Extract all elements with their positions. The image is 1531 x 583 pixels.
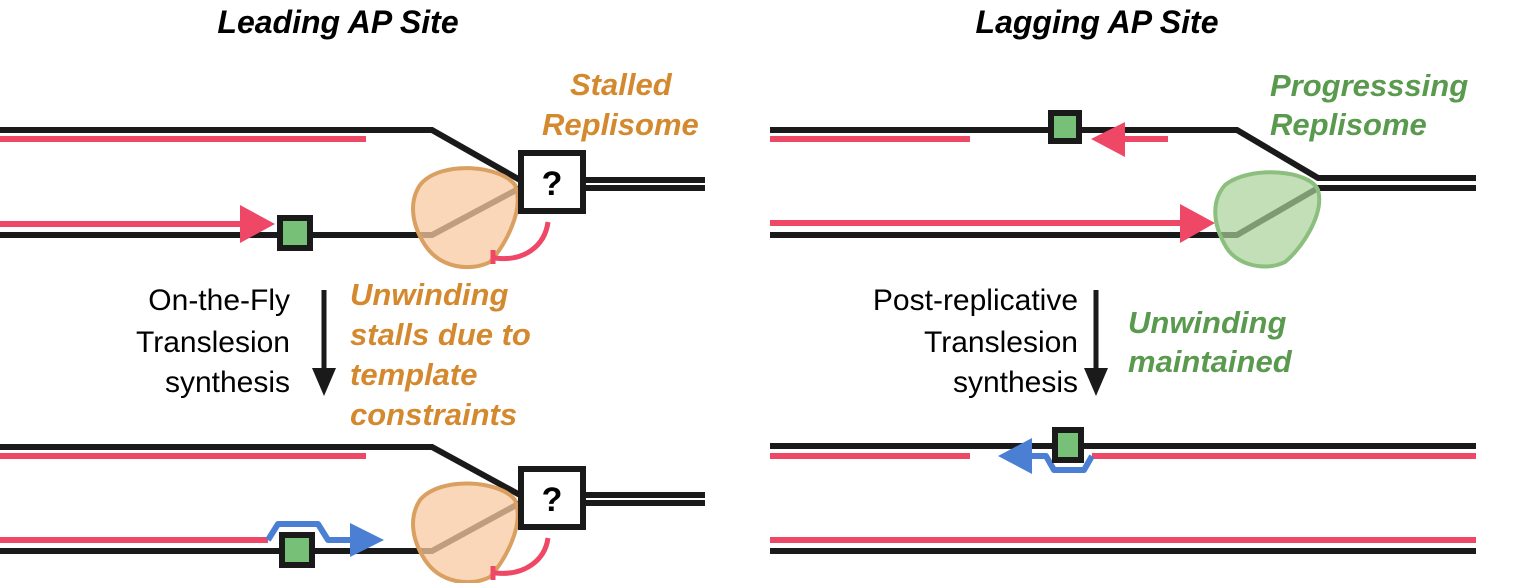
progressing-replisome-icon bbox=[1213, 170, 1322, 269]
ap-site-lesion-icon bbox=[1048, 110, 1082, 144]
ap-site-lesion-icon bbox=[279, 532, 315, 568]
tls-bypass-strand bbox=[1030, 453, 1095, 473]
step-line-3: synthesis bbox=[953, 366, 1078, 399]
down-arrow-icon bbox=[1084, 368, 1108, 396]
step-line-3: synthesis bbox=[165, 366, 290, 399]
step-line-2: Translesion bbox=[136, 326, 290, 359]
outcome-line-1: Unwinding bbox=[1128, 305, 1286, 340]
down-arrow-icon bbox=[312, 368, 336, 396]
progressing-label-2: Replisome bbox=[1270, 107, 1427, 142]
ap-site-lesion-icon bbox=[1052, 427, 1084, 463]
outcome-line-3: template bbox=[350, 357, 477, 392]
left-panel-title: Leading AP Site bbox=[217, 4, 458, 40]
left-step: On-the-Fly Translesion synthesis Unwindi… bbox=[136, 277, 531, 432]
progressing-label-1: Progresssing bbox=[1270, 68, 1468, 103]
outcome-line-1: Unwinding bbox=[350, 277, 508, 312]
leading-arrowhead-icon bbox=[1180, 204, 1215, 243]
backtrack-arrow-icon bbox=[494, 537, 551, 576]
unknown-block bbox=[518, 150, 586, 214]
leading-arrowhead-icon bbox=[240, 205, 275, 243]
stalled-replisome-icon bbox=[411, 481, 520, 583]
question-mark: ? bbox=[542, 165, 563, 203]
lagging-arrowhead-icon bbox=[1091, 122, 1125, 157]
template-strand-top bbox=[770, 127, 1476, 181]
step-line-1: On-the-Fly bbox=[148, 284, 290, 317]
lagging-fork-before: Progresssing Replisome bbox=[770, 68, 1476, 269]
lagging-after bbox=[770, 427, 1476, 554]
right-panel-title: Lagging AP Site bbox=[976, 4, 1219, 40]
unknown-block bbox=[518, 466, 586, 530]
leading-fork-before: ? Stalled Replisome bbox=[0, 67, 705, 270]
stalled-replisome-icon bbox=[411, 166, 520, 270]
tls-bypass-strand bbox=[265, 521, 352, 543]
ap-site-lesion-icon bbox=[277, 215, 313, 251]
question-mark: ? bbox=[542, 481, 563, 519]
outcome-line-2: stalls due to bbox=[350, 317, 531, 352]
tls-arrowhead-icon bbox=[350, 523, 384, 557]
stalled-label-2: Replisome bbox=[542, 107, 699, 142]
right-panel: Lagging AP Site Progresssing Replisome P… bbox=[770, 4, 1476, 554]
backtrack-arrow-icon bbox=[494, 221, 551, 262]
template-strand-top-after bbox=[0, 444, 705, 498]
step-line-1: Post-replicative bbox=[873, 284, 1078, 317]
left-panel: Leading AP Site ? Stalled Replisome On-t… bbox=[0, 4, 705, 583]
step-line-2: Translesion bbox=[924, 326, 1078, 359]
template-strand-bottom bbox=[0, 185, 705, 238]
outcome-line-2: maintained bbox=[1128, 344, 1293, 379]
leading-fork-after: ? bbox=[0, 444, 705, 583]
template-strand-bottom bbox=[770, 185, 1476, 238]
stalled-label-1: Stalled bbox=[570, 67, 673, 102]
outcome-line-4: constraints bbox=[350, 397, 517, 432]
template-strand-top bbox=[0, 127, 705, 183]
tls-arrowhead-icon bbox=[998, 438, 1032, 474]
right-step: Post-replicative Translesion synthesis U… bbox=[873, 284, 1293, 399]
